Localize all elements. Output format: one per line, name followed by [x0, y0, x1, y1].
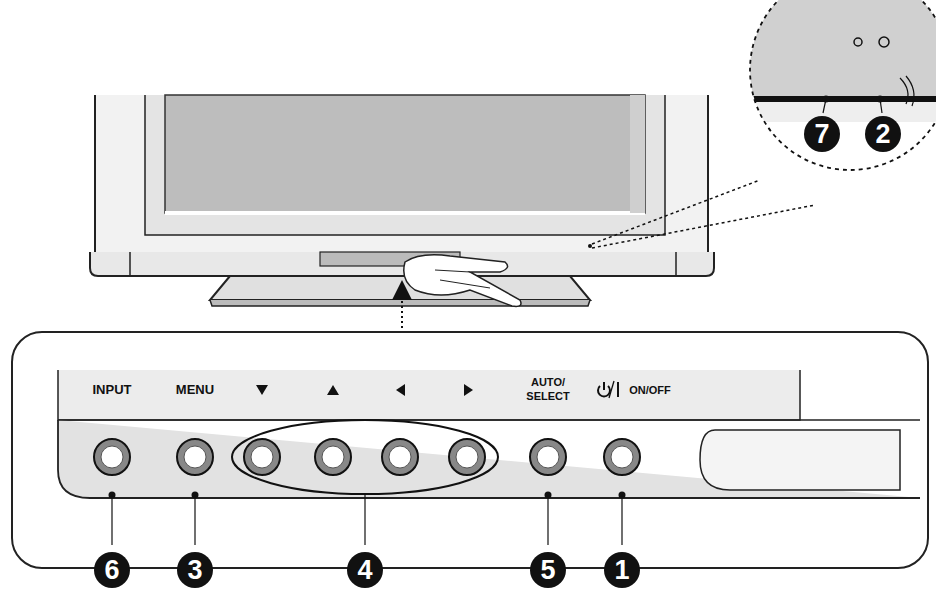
callout-number: 3 [177, 552, 213, 588]
control-panel [12, 332, 928, 568]
button-face [184, 446, 206, 468]
button-label: ON/OFF [629, 383, 671, 397]
button-face [322, 446, 344, 468]
zoom-line [592, 180, 760, 244]
button-label: INPUT [93, 383, 132, 397]
callout-number: 7 [804, 116, 840, 152]
button-face [101, 446, 123, 468]
power-symbol [598, 381, 618, 398]
leader-line [547, 495, 548, 545]
leader-line [621, 495, 622, 545]
button [382, 439, 418, 475]
button-face [537, 446, 559, 468]
button [530, 439, 566, 475]
callout-number: 4 [347, 552, 383, 588]
callout-number: 5 [530, 552, 566, 588]
callout-number: 2 [865, 116, 901, 152]
buttons [94, 439, 640, 545]
leader-line [194, 495, 195, 545]
button-face [389, 446, 411, 468]
callout-number: 1 [604, 552, 640, 588]
button-face [456, 446, 478, 468]
monitor [90, 95, 714, 306]
arrow-symbols [256, 384, 473, 396]
button-label: AUTO/ SELECT [524, 375, 572, 403]
button-face [611, 446, 633, 468]
button [94, 439, 130, 475]
button [449, 439, 485, 475]
zoom-line [592, 205, 815, 248]
zoom-detail [740, 0, 936, 180]
button [315, 439, 351, 475]
button-label: MENU [176, 383, 214, 397]
leader-line [364, 494, 365, 545]
button [244, 439, 280, 475]
pointer-line [401, 290, 403, 328]
button [177, 439, 213, 475]
leader-line [111, 495, 112, 545]
callout-number: 6 [94, 552, 130, 588]
button-face [251, 446, 273, 468]
button [604, 439, 640, 475]
